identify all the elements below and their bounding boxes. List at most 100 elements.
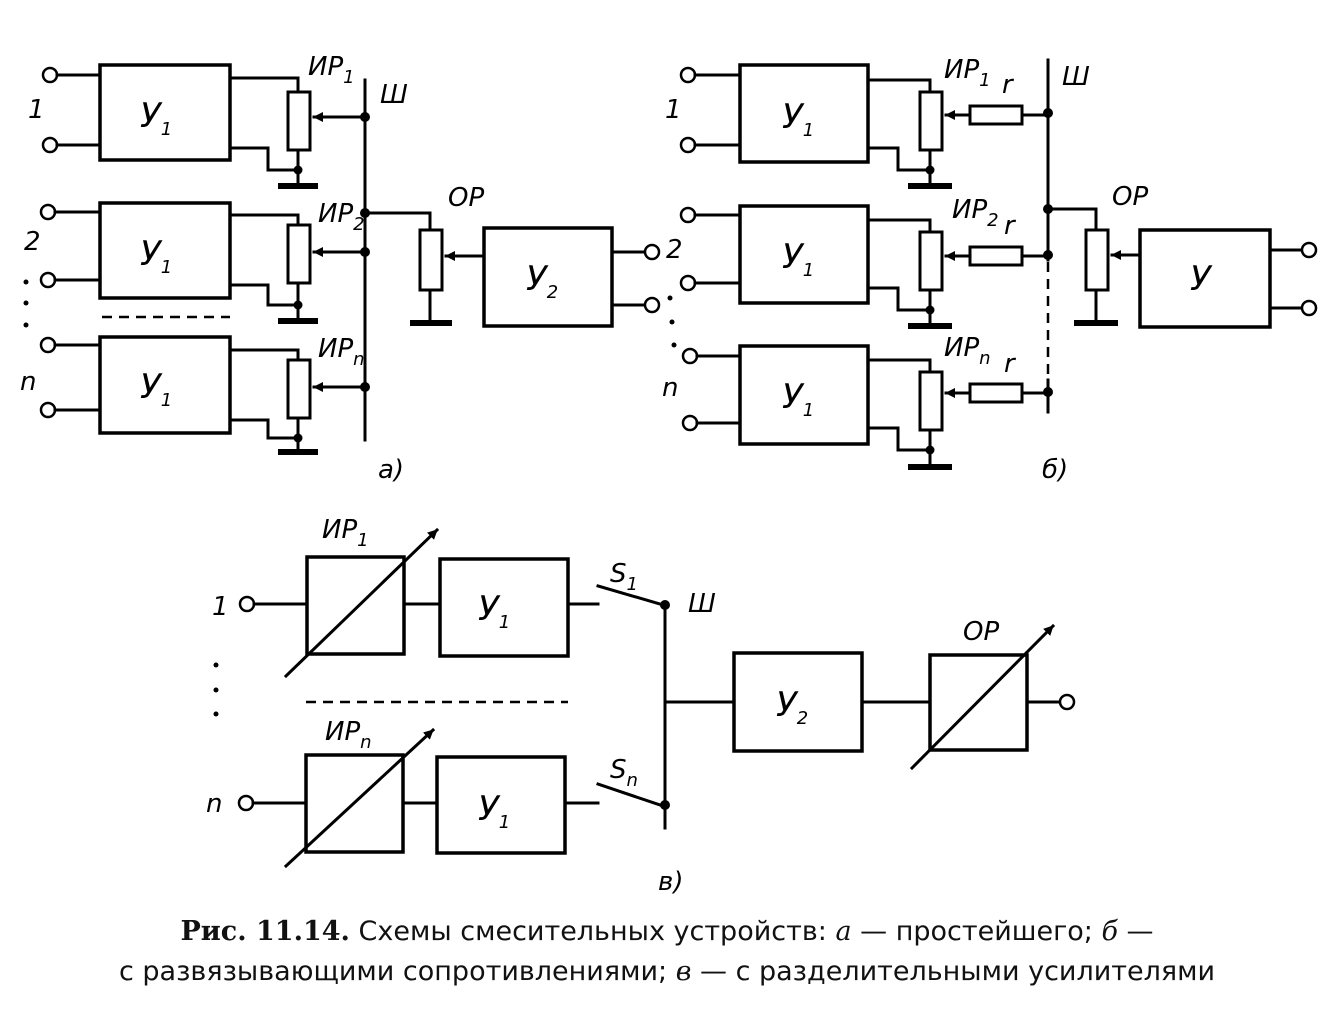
input-terminal: [39, 336, 57, 354]
input-terminal: [39, 401, 57, 419]
output-terminal: [1300, 299, 1318, 317]
amplifier-box: [435, 755, 567, 855]
output-potentiometer: [418, 228, 444, 292]
output-terminal: [1300, 241, 1318, 259]
out-reg-label: ОР: [963, 617, 999, 647]
decoupling-resistor: [968, 245, 1024, 267]
pot-label: ИР1: [944, 55, 991, 91]
regulator-label: ИРn: [325, 717, 372, 753]
figure-caption-line-2: с развязывающими сопротивлениями; в — с …: [0, 956, 1334, 987]
bus-label: Ш: [1062, 62, 1090, 92]
output-section: У2 ОР: [663, 617, 1076, 771]
regulator-arrow: [909, 623, 1056, 771]
channel-2: У1 ИР2 r 2: [666, 195, 1053, 329]
panel-c: Ш 1 ИР1 У1 S1 n ИРn: [206, 515, 1076, 897]
caption-text: с развязывающими сопротивлениями;: [118, 956, 676, 987]
figure-caption-line-1: Рис. 11.14. Схемы смесительных устройств…: [0, 916, 1334, 947]
out-amp-label: У: [1190, 259, 1213, 299]
resistor-label: r: [1004, 349, 1017, 379]
amp-label: У1: [782, 237, 814, 281]
figure-number: Рис. 11.14.: [180, 916, 350, 947]
input-number: 1: [212, 592, 229, 622]
potentiometer: [918, 370, 944, 432]
panel-b: Ш У1 ИР1 r 1: [662, 55, 1318, 485]
bus-label: Ш: [380, 80, 408, 110]
out-pot-label: ОР: [1112, 182, 1148, 212]
input-terminal: [679, 136, 697, 154]
input-terminal: [39, 271, 57, 289]
input-terminal: [679, 66, 697, 84]
amp-label: У1: [782, 97, 814, 141]
amplifier-box: [738, 63, 870, 164]
panel-label: а): [378, 455, 404, 485]
potentiometer: [918, 230, 944, 292]
caption-text: — простейшего;: [851, 916, 1102, 947]
amplifier-box: [98, 201, 232, 300]
channel-1: 1 ИР1 У1 S1: [212, 515, 670, 679]
amplifier-box: [98, 335, 232, 435]
caption-letter: а: [835, 916, 852, 947]
switch-label: S1: [610, 559, 638, 595]
pot-label: ИР1: [308, 52, 355, 88]
input-regulator-box: [305, 555, 406, 656]
channel-1: У1 ИР1 r 1: [665, 55, 1053, 189]
potentiometer: [918, 90, 944, 152]
channel-2: У1 ИР2 2: [24, 199, 370, 324]
amp-label: У1: [140, 234, 172, 278]
input-terminal: [681, 414, 699, 432]
output-section: У2 ОР: [360, 183, 661, 328]
caption-letter: б: [1101, 916, 1118, 947]
output-amplifier-box: [732, 651, 864, 753]
decoupling-resistor: [968, 104, 1024, 126]
regulator-label: ИР1: [322, 515, 369, 551]
input-terminal: [237, 794, 255, 812]
output-amplifier-box: [482, 226, 614, 328]
channel-n: n ИРn У1 Sn: [206, 717, 670, 869]
panel-label: в): [658, 867, 683, 897]
bus-label: Ш: [688, 589, 716, 619]
caption-text: Схемы смесительных устройств:: [349, 916, 836, 947]
output-amplifier-box: [1138, 228, 1272, 329]
regulator-arrow: [283, 727, 436, 869]
amplifier-box: [438, 557, 570, 658]
pot-label: ИРn: [318, 334, 365, 370]
input-number: n: [20, 367, 36, 397]
potentiometer: [286, 90, 312, 152]
amplifier-box: [738, 204, 870, 305]
out-amp-label: У2: [776, 685, 808, 729]
amp-label: У1: [478, 589, 510, 633]
amp-label: У1: [478, 789, 510, 833]
input-number: 1: [665, 95, 682, 125]
input-terminal: [679, 274, 697, 292]
channel-n: У1 ИРn r n: [662, 333, 1053, 470]
output-terminal: [643, 243, 661, 261]
out-pot-label: ОР: [448, 183, 484, 213]
output-terminal: [643, 296, 661, 314]
resistor-label: r: [1002, 70, 1015, 100]
potentiometer: [286, 358, 312, 420]
caption-text: —: [1117, 916, 1154, 947]
input-terminal: [238, 595, 256, 613]
potentiometer: [286, 223, 312, 285]
resistor-label: r: [1004, 211, 1017, 241]
input-number: 2: [24, 227, 41, 257]
amplifier-box: [738, 344, 870, 446]
decoupling-resistor: [968, 382, 1024, 404]
regulator-arrow: [283, 527, 440, 679]
input-terminal: [41, 66, 59, 84]
channel-1: У1 ИР1 1: [28, 52, 370, 189]
input-terminal: [681, 347, 699, 365]
caption-text: — с разделительными усилителями: [691, 956, 1216, 987]
output-terminal: [1058, 693, 1076, 711]
amp-label: У1: [140, 96, 172, 140]
amp-label: У1: [782, 377, 814, 421]
input-number: n: [206, 789, 222, 819]
switch: [596, 584, 662, 606]
panel-label: б): [1042, 455, 1068, 485]
input-number: 1: [28, 95, 45, 125]
input-terminal: [39, 203, 57, 221]
out-amp-label: У2: [526, 259, 558, 303]
input-terminal: [41, 136, 59, 154]
